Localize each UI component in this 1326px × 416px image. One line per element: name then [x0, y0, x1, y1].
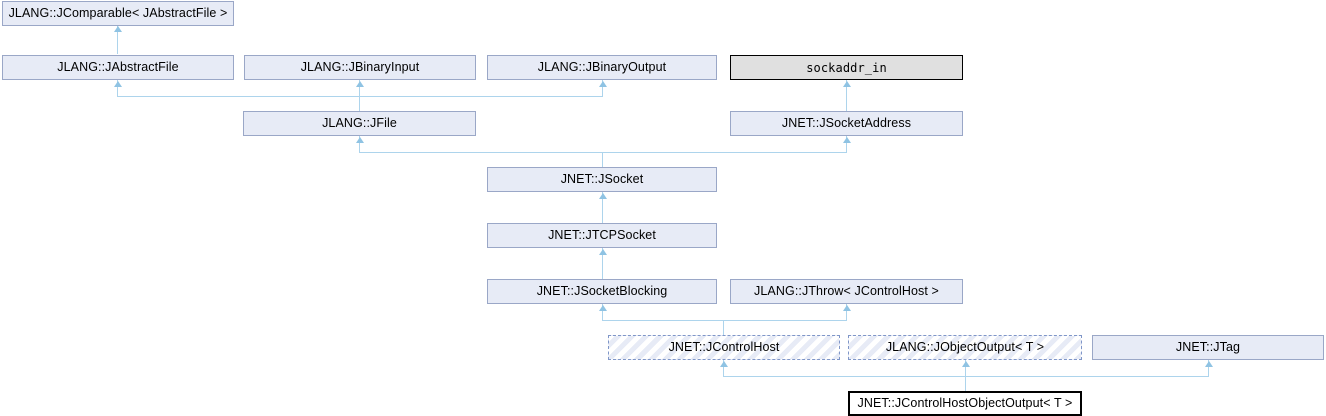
node-label: JLANG::JBinaryInput — [300, 60, 420, 75]
edge-jsocketblocking-jtcpsocket — [602, 248, 603, 279]
arrow-jsocketblocking-jtcpsocket — [599, 249, 607, 255]
node-sockaddr-in[interactable]: sockaddr_in — [730, 55, 963, 80]
node-jtcpsocket[interactable]: JNET::JTCPSocket — [487, 223, 717, 248]
node-label: JLANG::JThrow< JControlHost > — [754, 284, 939, 299]
node-label: JLANG::JObjectOutput< T > — [885, 340, 1045, 355]
edge-jfile-jbinaryinput — [359, 80, 360, 97]
edge-bus-jcontrolhost — [602, 320, 847, 321]
node-jbinaryoutput[interactable]: JLANG::JBinaryOutput — [487, 55, 717, 80]
node-jcomparable[interactable]: JLANG::JComparable< JAbstractFile > — [2, 1, 234, 26]
edge-jfile-jabstractfile — [117, 80, 118, 97]
edge-jcontrolhost-jsocketblocking — [602, 304, 603, 321]
arrow-jchoo-jobjectoutput — [962, 361, 970, 367]
arrow-jtcpsocket-jsocket — [599, 193, 607, 199]
arrow-jfile-jabstractfile — [114, 81, 122, 87]
edge-jcontrolhost-jthrow — [846, 304, 847, 321]
edge-jsocketaddress-sockaddr-in — [846, 80, 847, 111]
arrow-jsocket-jsocketaddress — [843, 137, 851, 143]
arrow-jsocket-jfile — [356, 137, 364, 143]
node-label: JLANG::JAbstractFile — [57, 60, 179, 75]
node-jbinaryinput[interactable]: JLANG::JBinaryInput — [244, 55, 476, 80]
node-label: JNET::JControlHostObjectOutput< T > — [857, 396, 1073, 411]
node-label: JLANG::JComparable< JAbstractFile > — [8, 6, 228, 21]
arrow-jcontrolhost-jsocketblocking — [599, 305, 607, 311]
node-jsocketaddress[interactable]: JNET::JSocketAddress — [730, 111, 963, 136]
node-jcontrolhostobjectoutput[interactable]: JNET::JControlHostObjectOutput< T > — [848, 391, 1082, 416]
node-label: JLANG::JBinaryOutput — [537, 60, 667, 75]
arrow-jchoo-jtag — [1205, 361, 1213, 367]
edge-jabstractfile-jcomparable — [117, 26, 118, 54]
node-label: sockaddr_in — [806, 60, 887, 75]
node-jthrow[interactable]: JLANG::JThrow< JControlHost > — [730, 279, 963, 304]
node-label: JNET::JTCPSocket — [548, 228, 656, 243]
edge-bus-jchoo-drop — [965, 376, 966, 391]
edge-bus-jfile-drop — [359, 96, 360, 111]
node-jsocketblocking[interactable]: JNET::JSocketBlocking — [487, 279, 717, 304]
node-jabstractfile[interactable]: JLANG::JAbstractFile — [2, 55, 234, 80]
edge-jfile-jbinaryoutput — [602, 80, 603, 97]
edge-bus-jcontrolhost-drop — [723, 320, 724, 335]
edge-jsocket-jsocketaddress — [846, 136, 847, 153]
edge-jchoo-jcontrolhost — [723, 360, 724, 377]
edge-jtcpsocket-jsocket — [602, 192, 603, 223]
node-label: JNET::JControlHost — [668, 340, 780, 355]
arrow-jfile-jbinaryoutput — [599, 81, 607, 87]
node-jobjectoutput[interactable]: JLANG::JObjectOutput< T > — [848, 335, 1082, 360]
edge-jsocket-jfile — [359, 136, 360, 153]
arrow-jchoo-jcontrolhost — [720, 361, 728, 367]
node-jsocket[interactable]: JNET::JSocket — [487, 167, 717, 192]
node-jtag[interactable]: JNET::JTag — [1092, 335, 1324, 360]
edge-bus-jsocket — [359, 152, 847, 153]
edge-jchoo-jtag — [1208, 360, 1209, 377]
edge-jchoo-jobjectoutput — [965, 360, 966, 377]
arrow-jabstractfile-jcomparable — [114, 26, 122, 32]
node-label: JLANG::JFile — [322, 116, 397, 131]
node-label: JNET::JSocketAddress — [781, 116, 912, 131]
edge-bus-jsocket-drop — [602, 152, 603, 168]
node-label: JNET::JSocket — [560, 172, 644, 187]
node-label: JNET::JTag — [1175, 340, 1241, 355]
arrow-jsocketaddress-sockaddr-in — [843, 81, 851, 87]
node-jfile[interactable]: JLANG::JFile — [243, 111, 476, 136]
arrow-jfile-jbinaryinput — [356, 81, 364, 87]
node-jcontrolhost[interactable]: JNET::JControlHost — [608, 335, 840, 360]
arrow-jcontrolhost-jthrow — [843, 305, 851, 311]
node-label: JNET::JSocketBlocking — [536, 284, 668, 299]
